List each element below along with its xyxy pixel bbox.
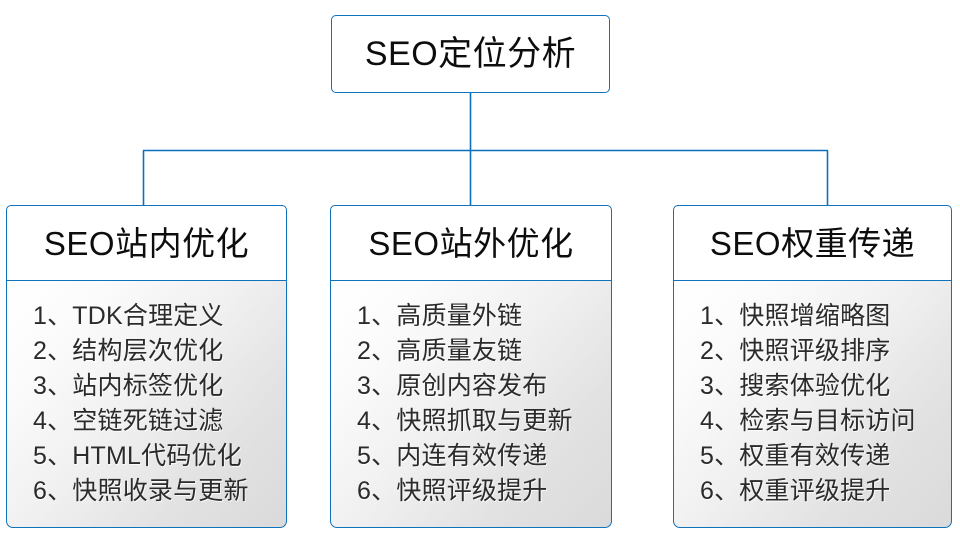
list-item: 1、TDK合理定义 xyxy=(33,302,224,330)
list-item: 4、快照抓取与更新 xyxy=(357,407,573,435)
branch-node-seo-weight[interactable]: SEO权重传递 1、快照增缩略图 2、快照评级排序 3、搜索体验优化 4、检索与… xyxy=(673,205,952,529)
branch-node-seo-offsite[interactable]: SEO站外优化 1、高质量外链 2、高质量友链 3、原创内容发布 4、快照抓取与… xyxy=(330,205,612,529)
branch-item-list: 1、快照增缩略图 2、快照评级排序 3、搜索体验优化 4、检索与目标访问 5、权… xyxy=(674,299,916,509)
branch-header[interactable]: SEO权重传递 xyxy=(673,205,952,281)
branch-body: 1、高质量外链 2、高质量友链 3、原创内容发布 4、快照抓取与更新 5、内连有… xyxy=(330,280,612,528)
branch-item-list: 1、高质量外链 2、高质量友链 3、原创内容发布 4、快照抓取与更新 5、内连有… xyxy=(331,299,573,509)
list-item: 3、站内标签优化 xyxy=(33,372,224,400)
list-item: 1、高质量外链 xyxy=(357,302,523,330)
list-item: 5、内连有效传递 xyxy=(357,442,548,470)
list-item: 3、原创内容发布 xyxy=(357,372,548,400)
branch-header[interactable]: SEO站内优化 xyxy=(6,205,287,281)
list-item: 6、快照收录与更新 xyxy=(33,477,249,505)
branch-header-label: SEO站内优化 xyxy=(43,224,250,262)
list-item: 4、检索与目标访问 xyxy=(700,407,916,435)
list-item: 6、快照评级提升 xyxy=(357,477,548,505)
list-item: 6、权重评级提升 xyxy=(700,477,891,505)
list-item: 4、空链死链过滤 xyxy=(33,407,224,435)
list-item: 1、快照增缩略图 xyxy=(700,302,891,330)
branch-body: 1、快照增缩略图 2、快照评级排序 3、搜索体验优化 4、检索与目标访问 5、权… xyxy=(673,280,952,528)
list-item: 2、快照评级排序 xyxy=(700,337,891,365)
branch-header-label: SEO站外优化 xyxy=(368,224,574,262)
list-item: 3、搜索体验优化 xyxy=(700,372,891,400)
list-item: 2、结构层次优化 xyxy=(33,337,224,365)
list-item: 5、权重有效传递 xyxy=(700,442,891,470)
branch-body: 1、TDK合理定义 2、结构层次优化 3、站内标签优化 4、空链死链过滤 5、H… xyxy=(6,280,287,528)
list-item: 5、HTML代码优化 xyxy=(33,442,242,470)
branch-node-seo-onsite[interactable]: SEO站内优化 1、TDK合理定义 2、结构层次优化 3、站内标签优化 4、空链… xyxy=(6,205,287,529)
branch-header[interactable]: SEO站外优化 xyxy=(330,205,612,281)
branch-header-label: SEO权重传递 xyxy=(709,224,916,262)
list-item: 2、高质量友链 xyxy=(357,337,523,365)
root-node[interactable]: SEO定位分析 xyxy=(331,15,610,93)
branch-item-list: 1、TDK合理定义 2、结构层次优化 3、站内标签优化 4、空链死链过滤 5、H… xyxy=(7,299,249,509)
root-node-label: SEO定位分析 xyxy=(364,35,577,73)
